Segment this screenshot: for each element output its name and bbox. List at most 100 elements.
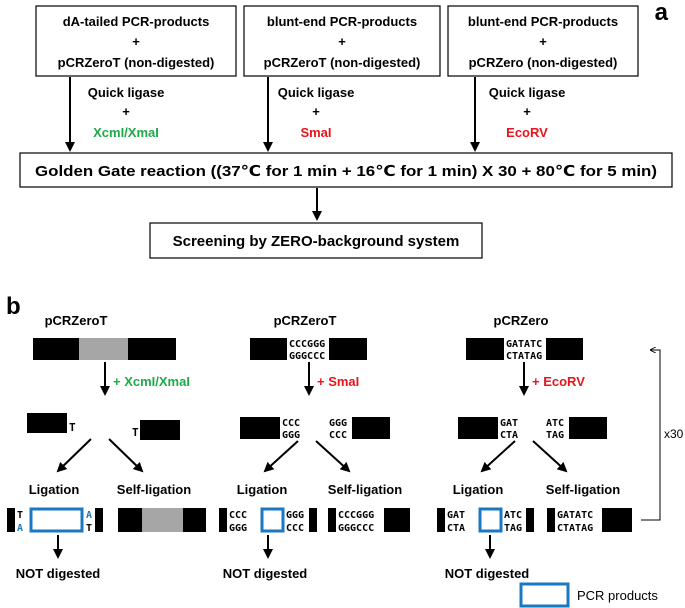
input-box-2-plus: + [338,34,346,49]
input-box-3-plus: + [539,34,547,49]
vector-3-left-block [466,338,504,360]
vector-name-2: pCRZeroT [274,313,337,328]
self-ligation-arrow-2 [315,440,351,473]
input-box-2-line1: blunt-end PCR-products [267,14,417,29]
cut-3-right-block [569,417,607,439]
cut-2-left-block [240,417,280,439]
lig-1-right-bottom: T [86,523,92,534]
pcr-product-1 [29,507,84,533]
self-3-right-block [602,508,632,532]
lig-3-right-block [526,508,534,532]
vector-3-right-block [546,338,583,360]
golden-gate-box [19,152,673,188]
lig-2-right-block [309,508,317,532]
cut-3-left-block [458,417,498,439]
self-3-left-block [547,508,555,532]
self-2-right-block [384,508,410,532]
vector-1-left-block [33,338,79,360]
ligase-label-2: Quick ligase [278,85,355,100]
self-2-bottom: GGGCCC [338,523,374,534]
panel-b-label: b [6,293,21,320]
vector-name-3: pCRZero [494,313,549,328]
lig-1-right-block [95,508,103,532]
input-box-3-border [447,5,639,77]
input-box-3: blunt-end PCR-products + pCRZero (non-di… [447,5,639,77]
column-2: pCRZeroT CCCGGG GGGCCC + SmaI CCC GGG GG… [219,313,410,581]
ligase-label-1: Quick ligase [88,85,165,100]
ligase-plus-3: + [523,104,531,119]
ligase-plus-2: + [312,104,320,119]
column-1: pCRZeroT + XcmI/XmaI T T Ligation Self-l… [7,313,206,581]
lig-2-left-block [219,508,227,532]
input-box-1-line1: dA-tailed PCR-products [63,14,210,29]
digest-enzyme-1: + XcmI/XmaI [113,374,190,389]
result-label-2: NOT digested [223,566,308,581]
enzyme-label-1: XcmI/XmaI [93,125,159,140]
cut-2-left-top: CCC [282,418,300,429]
self-ligation-arrow-1 [108,438,144,473]
input-box-3-line1: blunt-end PCR-products [468,14,618,29]
vector-1-insert-stuffer [79,338,128,360]
vector-2-right-block [329,338,367,360]
vector-3-site-bottom: CTATAG [506,351,542,362]
self-3-top: GATATC [557,510,593,521]
lig-3-left-bottom: CTA [447,523,465,534]
screening-box [149,222,483,259]
enzyme-label-2: SmaI [300,125,331,140]
vector-2-site-top: CCCGGG [289,339,325,350]
ligation-arrow-3 [480,440,516,473]
ligation-label-1: Ligation [29,482,80,497]
screening-text: Screening by ZERO-background system [173,233,460,250]
input-box-2: blunt-end PCR-products + pCRZeroT (non-d… [243,5,441,77]
enzyme-label-3: EcoRV [506,125,548,140]
lig-3-right-top: ATC [504,510,522,521]
lig-2-right-bottom: CCC [286,523,304,534]
column-3: pCRZero GATATC CTATAG + EcoRV GAT CTA AT… [437,313,632,581]
ligase-label-3: Quick ligase [489,85,566,100]
digest-enzyme-3: + EcoRV [532,374,585,389]
input-box-1: dA-tailed PCR-products + pCRZeroT (non-d… [35,5,237,77]
lig-2-left-top: CCC [229,510,247,521]
cut-1-right-overhang: T [132,426,139,439]
ligation-arrow-1 [56,438,92,473]
vector-name-1: pCRZeroT [45,313,108,328]
input-box-1-border [35,5,237,77]
cut-3-right-bottom: TAG [546,430,564,441]
self-2-left-block [328,508,336,532]
self-ligation-label-1: Self-ligation [117,482,191,497]
vector-1-right-block [128,338,176,360]
lig-3-left-top: GAT [447,510,465,521]
self-ligation-arrow-3 [532,440,568,473]
input-box-1-plus: + [132,34,140,49]
cut-3-left-bottom: CTA [500,430,518,441]
result-label-3: NOT digested [445,566,530,581]
lig-2-left-bottom: GGG [229,523,247,534]
self-3-bottom: CTATAG [557,523,593,534]
input-box-2-border [243,5,441,77]
cut-3-left-top: GAT [500,418,518,429]
ligation-label-3: Ligation [453,482,504,497]
self-1-stuffer [142,508,183,532]
ligation-arrow-2 [263,440,299,473]
cut-1-left-block [27,413,67,433]
legend-pcr-label: PCR products [577,588,658,603]
self-ligation-label-3: Self-ligation [546,482,620,497]
digest-enzyme-2: + SmaI [317,374,359,389]
cut-3-right-top: ATC [546,418,564,429]
golden-gate-text: Golden Gate reaction ((37℃ for 1 min + 1… [35,163,657,180]
legend-pcr-swatch [519,582,570,608]
lig-1-right-top: A [86,510,92,521]
ligation-label-2: Ligation [237,482,288,497]
input-box-2-line2: pCRZeroT (non-digested) [264,55,421,70]
cut-2-right-top: GGG [329,418,347,429]
self-1-right-block [183,508,206,532]
cycle-bracket-arrow [641,350,661,521]
ligase-plus-1: + [122,104,130,119]
lig-3-left-block [437,508,445,532]
input-box-1-line2: pCRZeroT (non-digested) [58,55,215,70]
self-ligation-label-2: Self-ligation [328,482,402,497]
lig-1-left-bottom: A [17,523,23,534]
lig-3-right-bottom: TAG [504,523,522,534]
cut-2-right-block [352,417,390,439]
